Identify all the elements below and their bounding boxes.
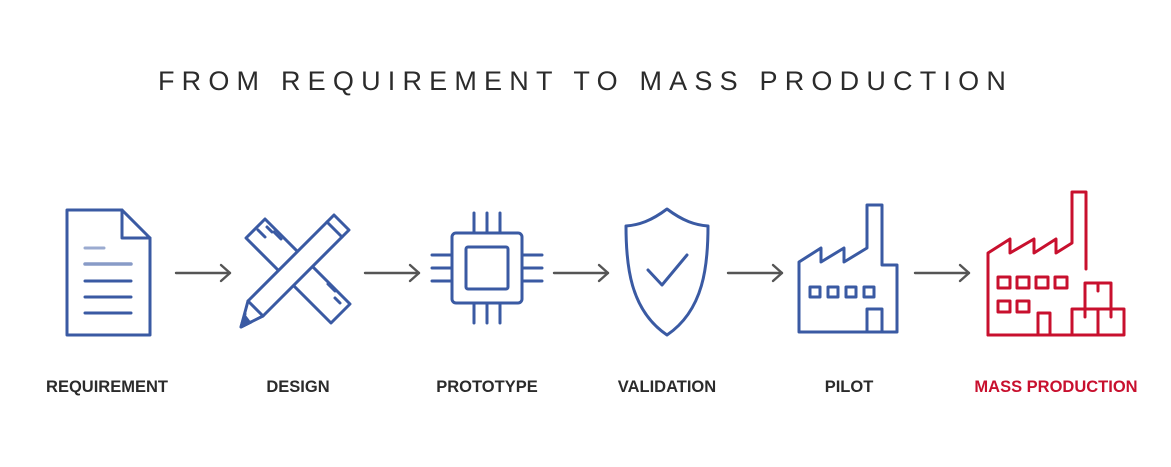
stage-label-validation: VALIDATION [617, 378, 717, 396]
stage-requirement [25, 185, 175, 345]
stage-pilot [774, 185, 924, 345]
stage-label-prototype: PROTOTYPE [436, 378, 538, 396]
shield-check-icon [624, 207, 710, 337]
microchip-icon [430, 211, 544, 325]
stage-validation [592, 185, 742, 345]
arrow-4 [726, 258, 788, 288]
ruler-pencil-icon [239, 213, 352, 329]
arrow-right-icon [913, 263, 971, 283]
arrow-5 [913, 258, 975, 288]
arrow-1 [174, 258, 236, 288]
arrow-right-icon [363, 263, 421, 283]
stage-label-pilot: PILOT [824, 378, 874, 396]
diagram-title: FROM REQUIREMENT TO MASS PRODUCTION [157, 66, 1014, 96]
stage-label-requirement: REQUIREMENT [46, 378, 168, 396]
arrow-right-icon [552, 263, 610, 283]
stage-prototype [412, 185, 562, 345]
factory-boxes-icon [986, 190, 1126, 337]
stage-label-design: DESIGN [266, 378, 330, 396]
arrow-right-icon [726, 263, 784, 283]
stage-mass-production [980, 185, 1130, 345]
factory-icon [797, 203, 899, 334]
arrow-right-icon [174, 263, 232, 283]
arrow-3 [552, 258, 614, 288]
stage-design [223, 185, 373, 345]
stage-label-mass-production: MASS PRODUCTION [974, 378, 1138, 396]
arrow-2 [363, 258, 425, 288]
document-icon [65, 208, 152, 337]
